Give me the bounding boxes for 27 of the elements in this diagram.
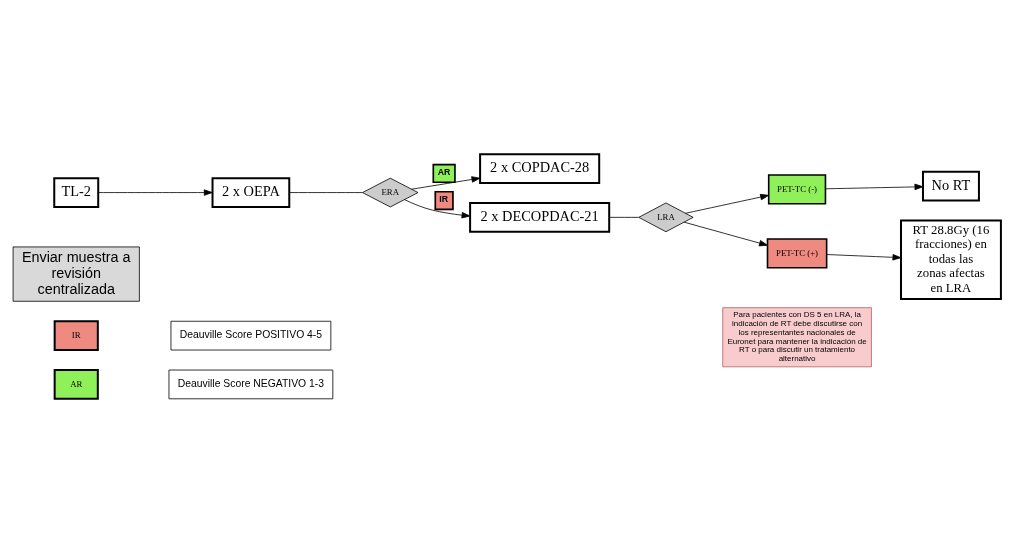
node-box: 2 x OEPA bbox=[211, 177, 291, 208]
node-box: 2 x COPDAC-28 bbox=[479, 153, 601, 184]
node-box: Para pacientes con DS 5 en LRA, la indicación de RT debe discutirse con los representantes nacionales de Euronet para mantener la indicación de RT o para discutir un tratamiento alternativo bbox=[722, 307, 872, 368]
arrow bbox=[404, 199, 471, 219]
node-box: IR bbox=[53, 320, 99, 352]
node-box: RT 28.8Gy (16 fracciones) en todas las zonas afectas en LRA bbox=[900, 219, 1002, 300]
arrow bbox=[825, 183, 924, 191]
node-diamond: LRA bbox=[638, 202, 694, 233]
arrow bbox=[685, 193, 769, 214]
node-box: PET-TC (-) bbox=[767, 174, 827, 205]
node-box: TL-2 bbox=[53, 177, 100, 208]
node-box: Deauville Score NEGATIVO 1-3 bbox=[168, 369, 334, 400]
connector bbox=[288, 192, 363, 193]
edge-label: IR bbox=[439, 194, 449, 204]
edge-label: AR bbox=[437, 166, 451, 177]
node-box: Enviar muestra a revisión centralizada bbox=[12, 246, 140, 302]
node-box: 2 x DECOPDAC-21 bbox=[469, 201, 611, 233]
node-box: Deauville Score POSITIVO 4-5 bbox=[170, 320, 332, 351]
connector bbox=[609, 216, 639, 218]
arrow bbox=[411, 176, 481, 190]
node-diamond: ERA bbox=[362, 177, 419, 208]
node-box: PET-TC (+) bbox=[766, 238, 828, 269]
node-box: No RT bbox=[922, 170, 980, 202]
arrow bbox=[683, 221, 768, 247]
node-box: AR bbox=[53, 369, 99, 400]
arrow bbox=[826, 254, 902, 261]
arrow bbox=[97, 189, 213, 196]
